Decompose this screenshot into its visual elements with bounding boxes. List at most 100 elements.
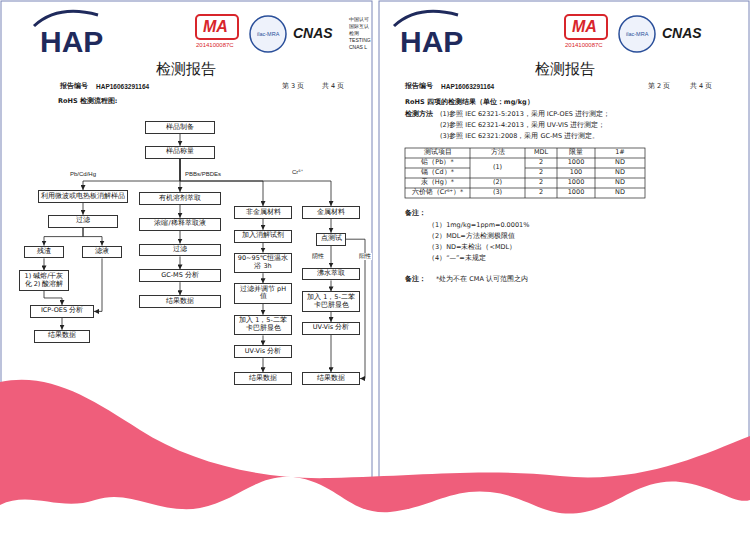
- report-text: PBBs/PBDEs: [185, 171, 221, 178]
- ma-badge: [565, 15, 607, 39]
- table-rule: [595, 148, 596, 198]
- box-text: 加入 1，5-二苯卡巴肼显色: [305, 294, 357, 310]
- ilac-seal: [250, 16, 286, 52]
- heading-text: MA: [572, 17, 597, 36]
- process-box: 加入消解试剂: [234, 230, 292, 243]
- box-text: GC-MS 分析: [142, 272, 218, 280]
- process-box: 结果数据: [139, 295, 221, 308]
- table-cell: 2: [525, 179, 557, 187]
- table-cell: 测试项目: [405, 149, 470, 157]
- table-cell: ND: [595, 169, 645, 177]
- flow-arrow: [83, 159, 180, 190]
- table-cell: 六价铬（Cr⁶⁺）*: [405, 189, 470, 197]
- box-text: 有机溶剂萃取: [142, 195, 218, 203]
- flow-arrow: [180, 231, 181, 244]
- logo-swoosh: [394, 11, 458, 26]
- table-cell: 1000: [557, 159, 595, 167]
- white-wave: [0, 477, 750, 538]
- flow-arrow: [180, 205, 181, 218]
- report-text: 第 2 页: [648, 83, 670, 91]
- report-text: HAP16063291164: [441, 83, 494, 91]
- box-text: UV-Vis 分析: [237, 348, 289, 356]
- process-box: 非金属材料: [234, 206, 292, 219]
- table-rule: [525, 148, 526, 198]
- flow-arrow: [263, 335, 264, 345]
- process-box: 加入 1，5-二苯卡巴肼显色: [234, 315, 292, 336]
- table-cell: (1): [470, 164, 525, 172]
- report-text: （4）“—”=未规定: [428, 255, 486, 263]
- flow-arrow: [44, 258, 45, 270]
- table-cell: ND: [595, 189, 645, 197]
- process-box: 金属材料: [302, 206, 360, 219]
- report-text: 共 4 页: [322, 83, 344, 91]
- process-box: 过滤: [139, 244, 221, 257]
- edge-label: 阴性: [311, 253, 325, 260]
- process-box: 过滤并调节 pH 值: [234, 283, 292, 304]
- table-cell: (2): [470, 179, 525, 187]
- process-box: 结果数据: [302, 372, 360, 385]
- heading-text: CNAS: [662, 25, 702, 42]
- report-text: 检测: [349, 30, 359, 36]
- heading-text: 检测报告: [136, 60, 236, 78]
- table-cell: 铅（Pb）*: [405, 159, 470, 167]
- report-text: （1）1mg/kg=1ppm=0.0001%: [428, 222, 529, 230]
- right-page: [379, 1, 749, 537]
- table-cell: ND: [595, 159, 645, 167]
- box-text: 结果数据: [237, 375, 289, 383]
- process-box: 残渣: [24, 246, 64, 259]
- process-box: 90~95℃恒温水浴 3h: [234, 253, 292, 274]
- flow-arrow: [263, 358, 264, 372]
- report-text: RoHS 检测流程图:: [58, 98, 117, 106]
- box-text: 利用微波或电热板消解样品: [41, 193, 125, 201]
- report-text: HAP16063291164: [96, 83, 149, 91]
- table-cell: ND: [595, 179, 645, 187]
- report-text: 第 3 页: [282, 83, 304, 91]
- process-box: 有机溶剂萃取: [139, 192, 221, 205]
- table-cell: 方法: [470, 149, 525, 157]
- flow-arrow: [263, 243, 264, 253]
- table-cell: 镉（Cd）*: [405, 169, 470, 177]
- table-cell: (3): [470, 189, 525, 197]
- table-cell: 汞（Hg）*: [405, 179, 470, 187]
- process-box: 样品称量: [145, 146, 215, 159]
- table-cell: 2: [525, 159, 557, 167]
- report-text: （3）ND=未检出（<MDL）: [428, 244, 516, 252]
- box-text: ICP-OES 分析: [33, 307, 91, 315]
- process-box: 浓缩/稀释萃取液: [139, 218, 221, 231]
- box-text: UV-Vis 分析: [305, 324, 357, 332]
- flow-arrow: [44, 228, 83, 246]
- table-frame: [405, 148, 645, 198]
- process-box: UV-Vis 分析: [234, 345, 292, 358]
- box-text: 过滤: [51, 217, 115, 225]
- process-box: UV-Vis 分析: [302, 322, 360, 335]
- flow-arrow: [263, 273, 264, 283]
- report-text: 检测方法: [405, 111, 433, 119]
- ilac-seal: [619, 16, 655, 52]
- box-text: 浓缩/稀释萃取液: [142, 220, 218, 228]
- box-text: 点测试: [319, 235, 343, 243]
- report-text: (2)参照 IEC 62321-4:2013，采用 UV-VIS 进行测定；: [440, 122, 605, 130]
- process-box: 1) 碱熔/干灰化 2) 酸溶解: [19, 270, 69, 291]
- report-text: （2）MDL=方法检测极限值: [428, 233, 515, 241]
- process-box: 样品制备: [145, 121, 215, 134]
- report-text: TESTING: [349, 37, 371, 43]
- box-text: 加入消解试剂: [237, 232, 289, 240]
- flow-arrow: [331, 280, 332, 291]
- report-text: 国际互认: [349, 23, 369, 29]
- report-text: 2014100087C: [196, 42, 234, 49]
- box-text: 结果数据: [37, 332, 87, 340]
- box-text: 过滤: [142, 246, 218, 254]
- report-text: CNAS L: [349, 44, 367, 50]
- process-box: 加入 1，5-二苯卡巴肼显色: [302, 291, 360, 312]
- table-cell: 1#: [595, 149, 645, 157]
- report-text: Cr⁶⁺: [292, 169, 303, 176]
- flow-arrow: [263, 304, 264, 315]
- heading-text: HAP: [40, 24, 103, 60]
- report-text: RoHS 四项的检测结果（单位：mg/kg）: [405, 99, 534, 107]
- report-text: *处为不在 CMA 认可范围之内: [436, 276, 528, 284]
- pink-wave: [0, 380, 750, 538]
- logo-swoosh: [34, 11, 98, 26]
